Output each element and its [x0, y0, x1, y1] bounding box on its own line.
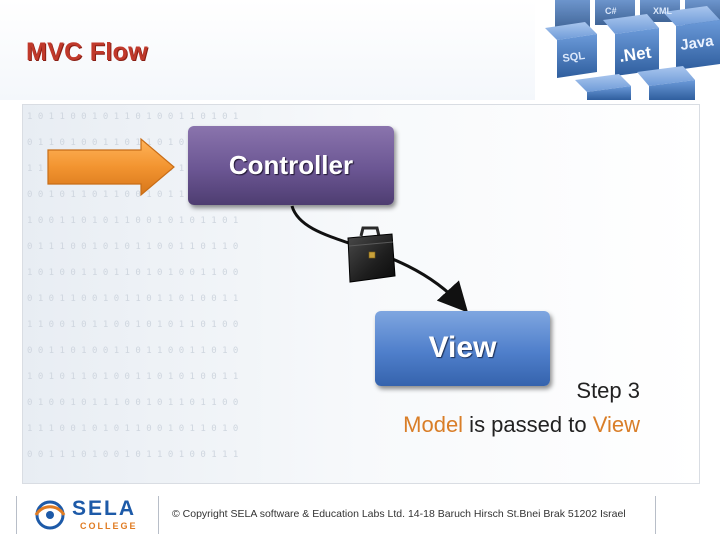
briefcase-icon: [347, 226, 396, 283]
svg-text:0 0 1 1 0 1 0 0 1 1 0 1 1 0 0: 0 0 1 1 0 1 0 0 1 1 0 1 1 0 0 1 1 0 1 0: [27, 346, 238, 356]
cube-label-xml: XML: [653, 6, 673, 16]
cube-label-csharp: C#: [605, 6, 617, 16]
cube-label-sql: SQL: [562, 50, 586, 65]
slide-footer: SELA COLLEGE © Copyright SELA software &…: [0, 492, 720, 540]
sela-logo-subtext: COLLEGE: [80, 521, 138, 531]
svg-text:0 0 1 0 1 1 0 1 1 0 0 1 0 1 1: 0 0 1 0 1 1 0 1 1 0 0 1 0 1 1 0 1 0 0 1: [27, 190, 238, 200]
svg-text:1 0 1 0 1 1 0 1 0 0 1 1 0 1 0: 1 0 1 0 1 1 0 1 0 0 1 1 0 1 0 1 0 0 1 1: [27, 372, 238, 382]
svg-text:0 1 1 1 0 0 1 0 1 0 1 1 0 0 1: 0 1 1 1 0 0 1 0 1 0 1 1 0 0 1 1 0 1 1 0: [27, 242, 238, 252]
svg-text:1 1 1 0 0 1 0 1 0 1 1 0 0 1 0: 1 1 1 0 0 1 0 1 0 1 1 0 0 1 0 1 1 0 1 0: [27, 424, 238, 434]
slide-header: MVC Flow: [0, 0, 720, 100]
svg-text:1 0 0 1 1 0 1 0 1 1 0 0 1 0 1: 1 0 0 1 1 0 1 0 1 1 0 0 1 0 1 0 1 1 0 1: [27, 216, 238, 226]
step-description: Model is passed to View: [403, 408, 640, 442]
svg-text:0 0 1 1 1 0 1 0 0 1 0 1 1 0 1: 0 0 1 1 1 0 1 0 0 1 0 1 1 0 1 0 0 1 1 1: [27, 450, 238, 460]
footer-logo-divider: [158, 496, 159, 534]
controller-label: Controller: [228, 150, 354, 180]
sela-logo-icon: [34, 500, 66, 530]
view-box: View: [375, 311, 550, 386]
footer-left-divider: [16, 496, 17, 534]
input-arrow: [47, 137, 175, 197]
slide-title: MVC Flow: [26, 38, 148, 66]
cube-label-net: .Net: [618, 43, 653, 66]
passed-to-text: is passed to: [463, 412, 593, 437]
controller-box: Controller: [188, 126, 394, 205]
tech-cubes-graphic: .Net Java SQL XML C#: [535, 0, 720, 100]
copyright-notice: © Copyright SELA software & Education La…: [172, 508, 626, 520]
view-keyword: View: [592, 412, 640, 437]
step-number: Step 3: [576, 378, 640, 403]
model-keyword: Model: [403, 412, 464, 437]
step-caption: Step 3 Model is passed to View: [403, 374, 640, 442]
view-label: View: [428, 331, 497, 364]
cube-label-java: Java: [679, 32, 715, 54]
svg-text:0 1 0 1 1 0 0 1 0 1 1 0 1 1 0: 0 1 0 1 1 0 0 1 0 1 1 0 1 1 0 1 0 0 1 1: [27, 294, 238, 304]
svg-text:0 1 0 0 1 0 1 1 1 0 0 1 0 1 1: 0 1 0 0 1 0 1 1 1 0 0 1 0 1 1 0 1 1 0 0: [27, 398, 238, 408]
svg-text:0 1 1 0 1 0 0 1 1 0 1 1 0 1 0: 0 1 1 0 1 0 0 1 1 0 1 1 0 1 0 0 1 1 0 1: [27, 138, 238, 148]
footer-right-divider: [655, 496, 656, 534]
svg-text:1 0 1 0 0 1 1 0 1 1 0 1 0 1 0: 1 0 1 0 0 1 1 0 1 1 0 1 0 1 0 0 1 1 0 0: [27, 268, 238, 278]
svg-text:1 0 1 1 0 0 1 0 1 1 0 1 0 0 1: 1 0 1 1 0 0 1 0 1 1 0 1 0 0 1 1 0 1 0 1: [27, 112, 238, 122]
svg-text:1 1 0 0 1 0 1 1 0 0 1 0 1 0 1: 1 1 0 0 1 0 1 1 0 0 1 0 1 0 1 1 0 1 0 0: [27, 320, 238, 330]
sela-logo-text: SELA: [72, 497, 137, 520]
